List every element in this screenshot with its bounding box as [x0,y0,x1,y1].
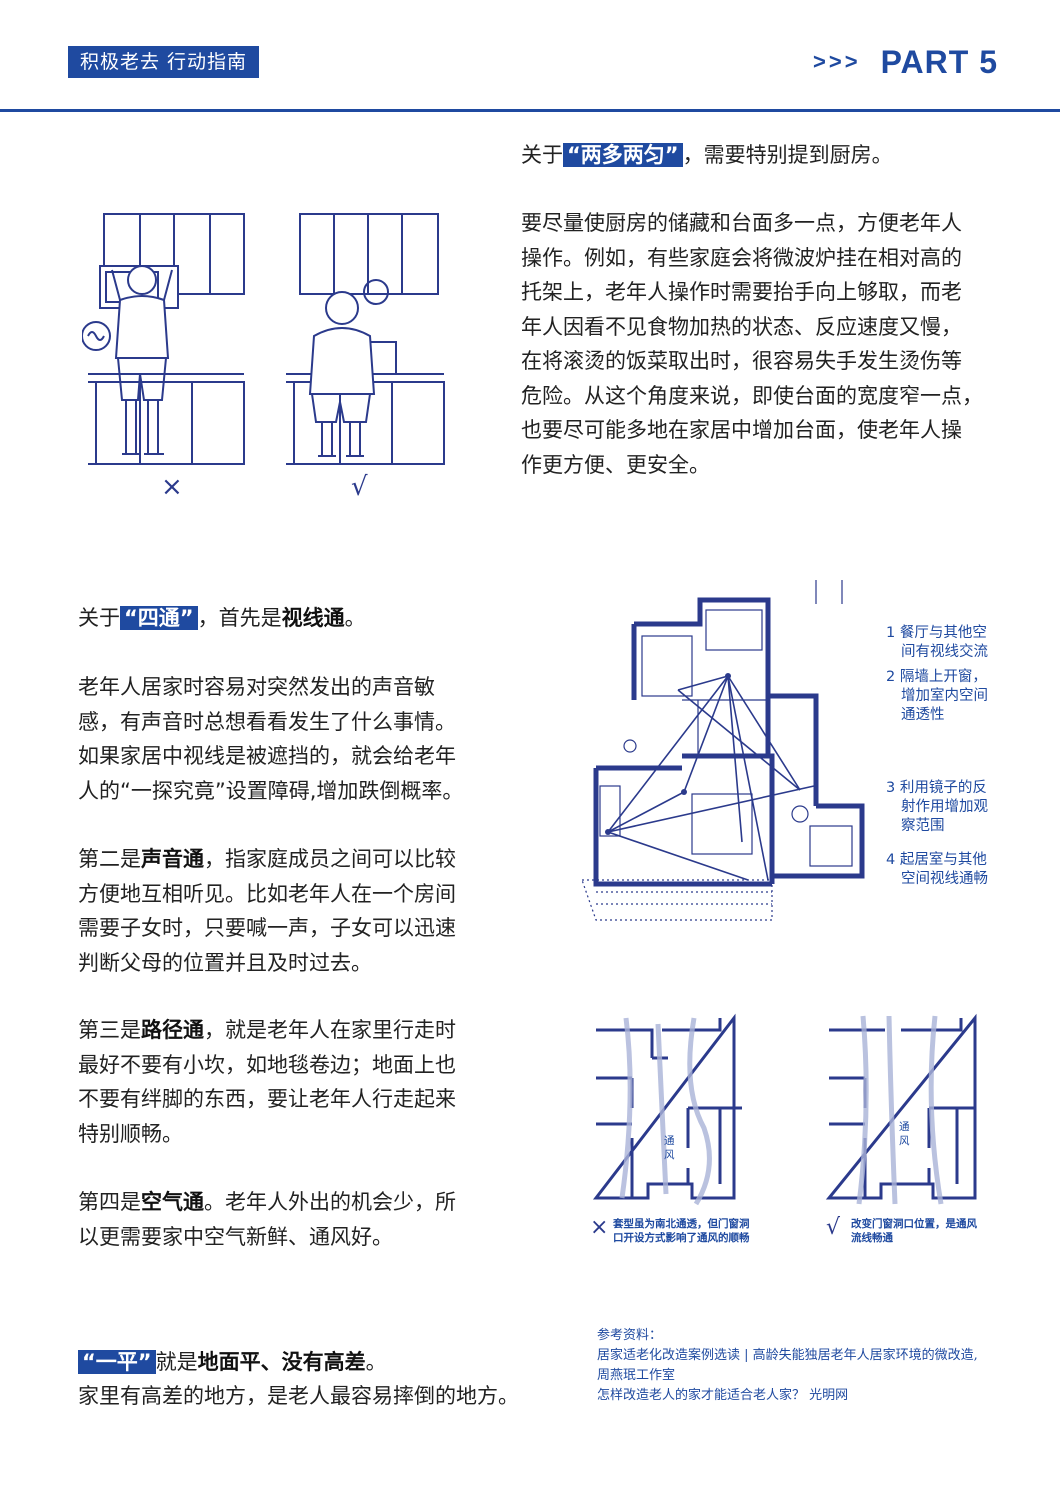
kitchen-wrong-mark: × [161,472,183,502]
plan-note-line: 通透性 [901,707,945,723]
air-pre: 第四是 [78,1190,141,1214]
references-title: 参考资料： [597,1328,663,1343]
path-line: 特别顺畅。 [78,1121,183,1146]
kitchen-body-line: 也要尽可能多地在家居中增加台面，使老年人操 [521,418,962,442]
plan-note-3: 3 利用镜子的反 射作用增加观 察范围 [886,779,988,836]
sound-line: 方便地互相听见。比如老年人在一个房间 [78,881,456,906]
airflow-label-right: 通 风 [899,1120,910,1148]
air-paragraph: 第四是空气通。老年人外出的机会少，所 以更需要家中空气新鲜、通风好。 [78,1185,456,1254]
plan-note-line: 射作用增加观 [901,799,988,815]
plan-note-line: 起居室与其他 [899,852,987,868]
flat-bold: 地面平、没有高差 [197,1350,366,1374]
header-divider [0,109,1060,112]
kitchen-illustration [82,213,445,465]
path-line: ，就是老年人在家里行走时 [204,1018,456,1042]
sight-line: 人的“一探究竟”设置障碍,增加跌倒概率。 [78,778,464,803]
four-links-highlight: “四通” [120,606,198,630]
four-links-intro-end: 。 [344,606,366,630]
plan-note-line: 隔墙上开窗， [899,669,987,685]
vent-right-mark: √ [826,1215,841,1240]
kitchen-intro: 关于“两多两匀”，需要特别提到厨房。 [521,138,893,173]
kitchen-body-line: 在将滚烫的饭菜取出时，很容易失手发生烫伤等 [521,349,962,373]
flat-mid: 就是 [155,1350,198,1374]
flat-floor-body: 家里有高差的地方，是老人最容易摔倒的地方。 [78,1384,519,1408]
path-line: 不要有绊脚的东西，要让老年人行走起来 [78,1087,456,1111]
sound-bold: 声音通 [141,847,204,871]
airflow-char: 风 [664,1149,675,1161]
plan-note-number: 1 [886,625,896,641]
sight-paragraph: 老年人居家时容易对突然发出的声音敏 感，有声音时总想看看发生了什么事情。 如果家… [78,670,463,808]
vent-right-caption: 改变门窗洞口位置，是通风 流线畅通 [851,1217,977,1245]
kitchen-body-line: 作更方便、更安全。 [521,452,710,477]
kitchen-body-line: 托架上，老年人操作时需要抬手向上够取，而老 [521,280,962,304]
path-paragraph: 第三是路径通，就是老年人在家里行走时 最好不要有小坎，如地毯卷边；地面上也 不要… [78,1013,456,1151]
sound-line: ，指家庭成员之间可以比较 [204,847,456,871]
airflow-char: 通 [664,1135,675,1147]
airflow-char: 风 [899,1135,910,1147]
sight-line: 如果家居中视线是被遮挡的，就会给老年 [78,744,456,768]
plan-note-line: 空间视线通畅 [901,871,988,887]
kitchen-body-line: 危险。从这个角度来说，即使台面的宽度窄一点， [521,383,983,408]
airflow-label-wrong: 通 风 [664,1134,675,1162]
plan-note-2: 2 隔墙上开窗， 增加室内空间 通透性 [886,668,988,725]
kitchen-intro-pre: 关于 [521,143,563,167]
plan-note-4: 4 起居室与其他 空间视线通畅 [886,851,988,889]
plan-note-line: 增加室内空间 [901,688,988,704]
reference-item: 怎样改造老人的家才能适合老人家？ 光明网 [597,1388,849,1403]
sound-line: 需要子女时，只要喊一声，子女可以迅速 [78,916,456,940]
path-line: 最好不要有小坎，如地毯卷边；地面上也 [78,1052,456,1077]
kitchen-body-line: 操作。例如，有些家庭会将微波炉挂在相对高的 [521,245,962,270]
floor-plan-sightlines [582,580,865,921]
plan-note-1: 1 餐厅与其他空 间有视线交流 [886,624,988,662]
flat-highlight: “一平” [78,1350,156,1374]
flat-end: 。 [365,1350,387,1374]
reference-item: 居家适老化改造案例选读 | 高龄失能独居老年人居家环境的微改造, [597,1348,978,1363]
plan-note-number: 3 [886,780,896,796]
plan-note-number: 2 [886,669,896,685]
kitchen-intro-post: ，需要特别提到厨房。 [682,143,893,167]
flat-floor-heading: “一平”就是地面平、没有高差。 [78,1345,387,1380]
vent-wrong-caption: 套型虽为南北通透，但门窗洞 口开设方式影响了通风的顺畅 [613,1217,750,1245]
four-links-intro-mid: ，首先是 [197,606,282,630]
ventilation-plan-right [825,1013,977,1205]
vent-wrong-caption-line: 套型虽为南北通透，但门窗洞 [613,1218,750,1230]
sight-line: 老年人居家时容易对突然发出的声音敏 [78,675,435,699]
part-arrows: >>> [813,49,861,74]
air-line: 。老年人外出的机会少，所 [204,1190,456,1214]
airflow-char: 通 [899,1121,910,1133]
vent-right-caption-line: 流线畅通 [851,1232,893,1244]
path-pre: 第三是 [78,1018,141,1042]
kitchen-body-line: 年人因看不见食物加热的状态、反应速度又慢， [521,314,962,339]
air-bold: 空气通 [141,1190,204,1214]
kitchen-intro-highlight: “两多两匀” [563,143,683,167]
vent-right-caption-line: 改变门窗洞口位置，是通风 [851,1218,977,1230]
sound-paragraph: 第二是声音通，指家庭成员之间可以比较 方便地互相听见。比如老年人在一个房间 需要… [78,842,456,980]
vent-wrong-caption-line: 口开设方式影响了通风的顺畅 [613,1232,750,1244]
four-links-intro-bold: 视线通 [281,606,345,630]
plan-note-line: 察范围 [901,818,945,834]
sound-pre: 第二是 [78,847,141,871]
part-label: >>> PART 5 [813,44,998,81]
reference-item: 周燕珉工作室 [597,1368,676,1383]
plan-note-line: 间有视线交流 [901,644,988,660]
four-links-intro: 关于“四通”，首先是视线通。 [78,601,366,636]
sight-line: 感，有声音时总想看看发生了什么事情。 [78,709,456,734]
references: 参考资料： 居家适老化改造案例选读 | 高龄失能独居老年人居家环境的微改造, 周… [597,1326,978,1406]
brand-tag: 积极老去 行动指南 [68,46,260,78]
ventilation-plan-wrong [592,1013,742,1206]
path-bold: 路径通 [141,1018,204,1042]
four-links-intro-pre: 关于 [78,606,120,630]
plan-note-line: 餐厅与其他空 [899,625,987,641]
kitchen-body: 要尽量使厨房的储藏和台面多一点，方便老年人 操作。例如，有些家庭会将微波炉挂在相… [521,206,983,482]
kitchen-body-line: 要尽量使厨房的储藏和台面多一点，方便老年人 [521,211,962,235]
sound-line: 判断父母的位置并且及时过去。 [78,950,372,975]
plan-note-line: 利用镜子的反 [899,780,987,796]
part-number: PART 5 [880,44,998,80]
kitchen-right-mark: √ [351,472,368,502]
air-line: 以更需要家中空气新鲜、通风好。 [78,1224,393,1249]
vent-wrong-mark: × [590,1215,609,1240]
plan-note-number: 4 [886,852,896,868]
